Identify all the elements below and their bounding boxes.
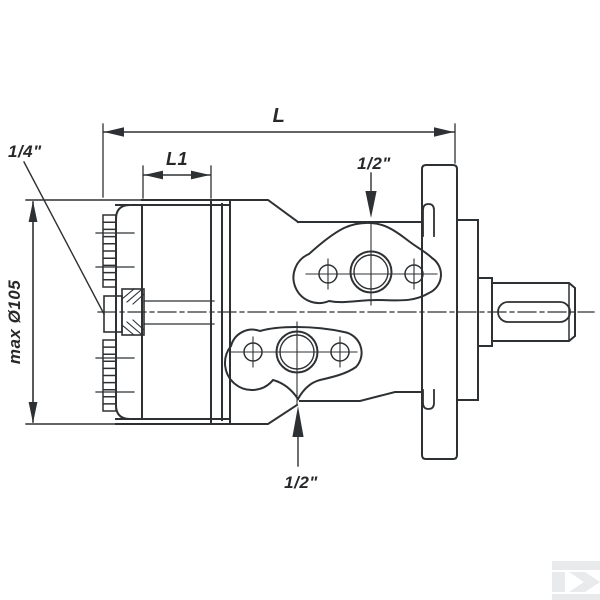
bottom-port-arrow bbox=[292, 406, 304, 467]
label-bottom-port: 1/2" bbox=[284, 473, 318, 492]
arrowhead-down bbox=[28, 402, 38, 423]
arrowhead-down bbox=[365, 191, 377, 218]
label-max-diameter: max Ø105 bbox=[5, 280, 24, 364]
port-boss-outlines bbox=[224, 221, 442, 401]
drain-port-leader-line bbox=[23, 161, 105, 315]
dimension-L bbox=[102, 123, 456, 198]
hole-axis-lines bbox=[230, 223, 438, 405]
label-rear-section-length: L1 bbox=[166, 149, 188, 169]
output-shaft bbox=[491, 282, 576, 342]
motor-housing-outline bbox=[115, 199, 423, 425]
arrowhead-up bbox=[28, 201, 38, 222]
top-port-boss bbox=[292, 221, 442, 304]
arrowhead-left bbox=[104, 127, 124, 137]
dimension-max-diameter bbox=[25, 199, 143, 425]
rear-serrated-strip bbox=[102, 214, 117, 412]
arrowhead-left bbox=[144, 170, 163, 180]
label-top-port: 1/2" bbox=[357, 154, 391, 173]
dimension-L1 bbox=[142, 165, 212, 199]
flange-boss-tabs bbox=[422, 203, 435, 410]
shaft-keyway bbox=[497, 301, 571, 323]
arrowhead-right bbox=[434, 127, 454, 137]
bottom-port-boss bbox=[224, 325, 363, 401]
arrowhead-up bbox=[292, 406, 304, 437]
kramp-watermark-logo bbox=[552, 561, 600, 600]
mounting-flange bbox=[421, 164, 458, 460]
arrowhead-right bbox=[191, 170, 210, 180]
pilot-spigot bbox=[456, 219, 479, 401]
label-total-length: L bbox=[273, 105, 286, 127]
drain-plug bbox=[103, 288, 215, 336]
top-port-arrow bbox=[365, 172, 377, 218]
shaft-collar bbox=[477, 277, 493, 347]
label-drain-port: 1/4" bbox=[8, 142, 42, 161]
drawing-linework bbox=[23, 123, 595, 467]
